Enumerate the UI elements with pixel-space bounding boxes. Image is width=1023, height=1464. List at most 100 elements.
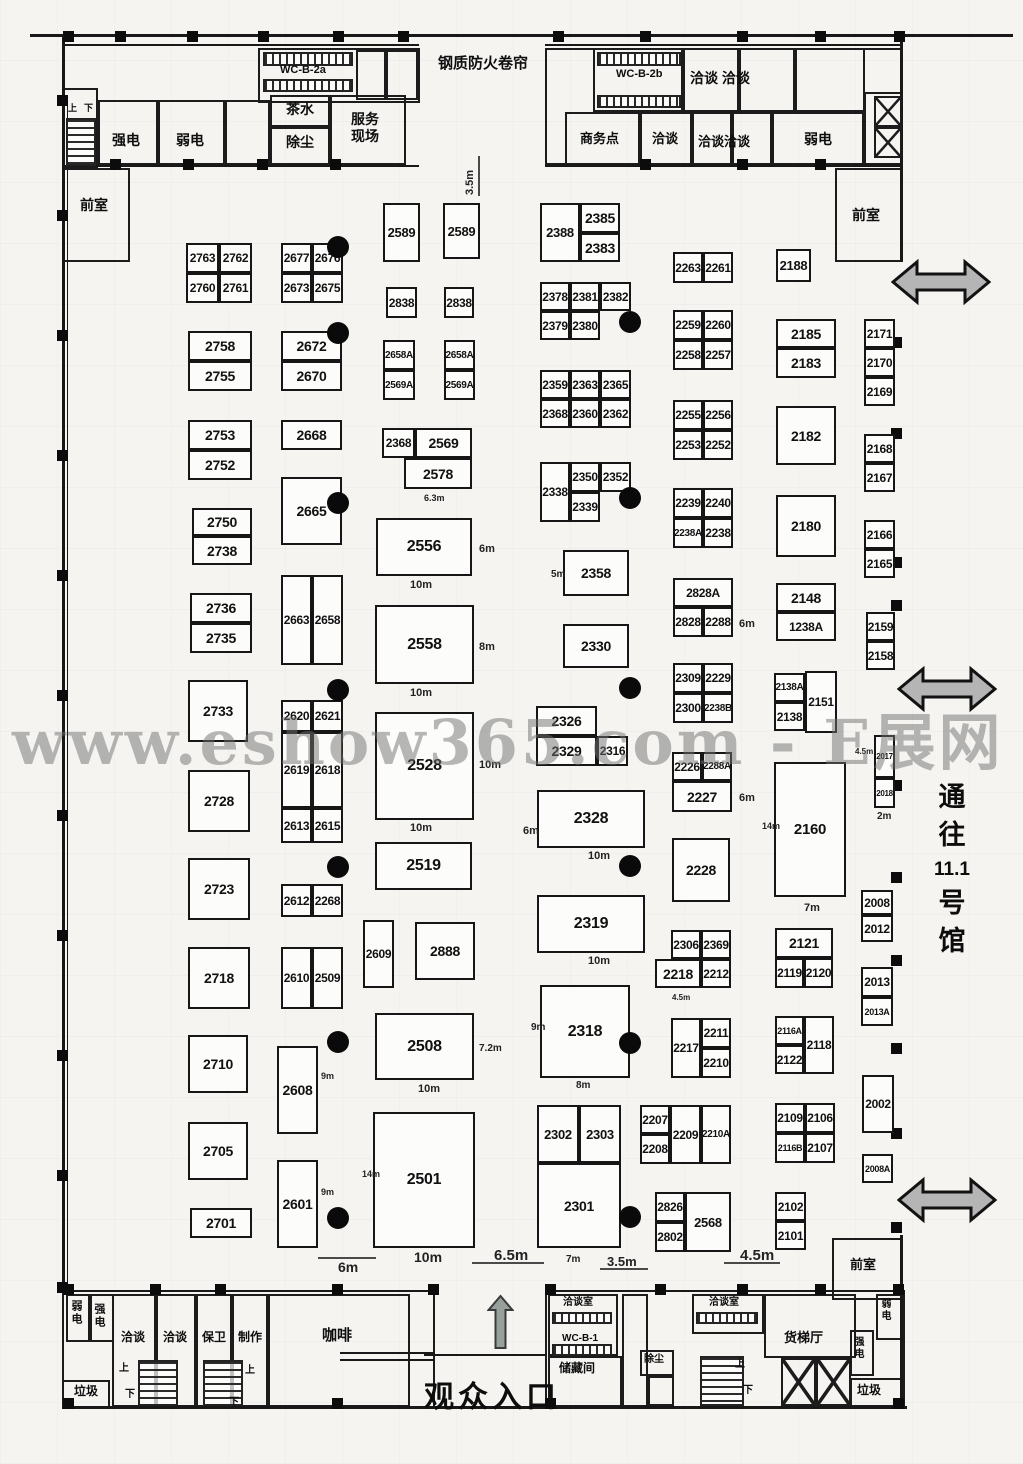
booth-2735[interactable]: 2735	[190, 623, 252, 653]
booth-2183[interactable]: 2183	[776, 348, 836, 378]
booth-2755[interactable]: 2755	[188, 361, 252, 391]
booth-2209[interactable]: 2209	[670, 1105, 701, 1164]
booth-2169[interactable]: 2169	[864, 377, 895, 406]
booth-2268[interactable]: 2268	[312, 884, 343, 917]
booth-2257[interactable]: 2257	[703, 340, 733, 370]
booth-2261[interactable]: 2261	[703, 252, 733, 283]
booth-2352[interactable]: 2352	[600, 462, 631, 492]
booth-2339[interactable]: 2339	[570, 492, 600, 522]
booth-2718[interactable]: 2718	[188, 947, 250, 1009]
booth-2569[interactable]: 2569	[415, 428, 472, 458]
booth-2665[interactable]: 2665	[281, 477, 342, 545]
booth-2238[interactable]: 2238	[703, 518, 733, 548]
booth-2319[interactable]: 2319	[537, 895, 645, 953]
booth-2381[interactable]: 2381	[570, 282, 600, 311]
booth-2358[interactable]: 2358	[563, 550, 629, 596]
booth-2302[interactable]: 2302	[537, 1105, 579, 1163]
booth-2838[interactable]: 2838	[386, 287, 417, 318]
booth-2138A[interactable]: 2138A	[774, 673, 805, 702]
booth-2170[interactable]: 2170	[864, 348, 895, 377]
booth-2211[interactable]: 2211	[701, 1018, 731, 1048]
booth-2658A[interactable]: 2658A	[383, 340, 415, 370]
booth-2368[interactable]: 2368	[540, 399, 570, 428]
booth-2148[interactable]: 2148	[776, 583, 836, 612]
booth-2151[interactable]: 2151	[805, 671, 837, 733]
booth-2508[interactable]: 2508	[375, 1013, 474, 1080]
booth-2608[interactable]: 2608	[277, 1046, 318, 1134]
booth-2288[interactable]: 2288	[703, 607, 733, 637]
booth-2207[interactable]: 2207	[640, 1105, 670, 1134]
booth-2728[interactable]: 2728	[188, 770, 250, 832]
booth-2102[interactable]: 2102	[775, 1192, 806, 1221]
booth-2185[interactable]: 2185	[776, 319, 836, 348]
booth-2761[interactable]: 2761	[219, 273, 252, 303]
booth-2620[interactable]: 2620	[281, 700, 312, 732]
booth-2589[interactable]: 2589	[443, 203, 480, 259]
booth-2385[interactable]: 2385	[580, 203, 620, 233]
booth-2121[interactable]: 2121	[775, 928, 833, 958]
booth-2750[interactable]: 2750	[192, 508, 252, 536]
booth-2167[interactable]: 2167	[864, 463, 895, 492]
booth-2253[interactable]: 2253	[673, 430, 703, 460]
booth-2239[interactable]: 2239	[673, 488, 703, 518]
booth-2663[interactable]: 2663	[281, 575, 312, 665]
booth-2288A[interactable]: 2288A	[702, 752, 732, 781]
booth-2753[interactable]: 2753	[188, 420, 252, 450]
booth-2210[interactable]: 2210	[701, 1048, 731, 1078]
booth-2107[interactable]: 2107	[805, 1133, 835, 1163]
booth-2380[interactable]: 2380	[570, 311, 600, 340]
booth-2359[interactable]: 2359	[540, 370, 570, 399]
booth-2208[interactable]: 2208	[640, 1134, 670, 1164]
booth-2306[interactable]: 2306	[671, 930, 701, 959]
booth-2672[interactable]: 2672	[281, 331, 342, 361]
booth-2758[interactable]: 2758	[188, 331, 252, 361]
booth-2159[interactable]: 2159	[866, 612, 895, 641]
booth-2673[interactable]: 2673	[281, 273, 312, 303]
booth-2578[interactable]: 2578	[404, 458, 472, 489]
booth-2171[interactable]: 2171	[864, 319, 895, 348]
booth-2658[interactable]: 2658	[312, 575, 343, 665]
booth-2733[interactable]: 2733	[188, 680, 248, 742]
booth-2165[interactable]: 2165	[864, 549, 895, 578]
booth-2710[interactable]: 2710	[188, 1035, 248, 1093]
booth-2378[interactable]: 2378	[540, 282, 570, 311]
booth-2528[interactable]: 2528	[375, 712, 474, 820]
booth-2227[interactable]: 2227	[672, 781, 732, 812]
booth-2501[interactable]: 2501	[373, 1112, 475, 1248]
booth-2318[interactable]: 2318	[540, 985, 630, 1078]
booth-2238A[interactable]: 2238A	[673, 518, 703, 548]
booth-2826[interactable]: 2826	[655, 1192, 685, 1222]
booth-2116A[interactable]: 2116A	[775, 1016, 804, 1045]
booth-2256[interactable]: 2256	[703, 400, 733, 430]
booth-2668[interactable]: 2668	[281, 420, 342, 450]
booth-2388[interactable]: 2388	[540, 203, 580, 262]
booth-2601[interactable]: 2601	[277, 1160, 318, 1248]
booth-2160[interactable]: 2160	[774, 762, 846, 897]
booth-2255[interactable]: 2255	[673, 400, 703, 430]
booth-2330[interactable]: 2330	[563, 624, 629, 668]
booth-2569A[interactable]: 2569A	[383, 370, 415, 400]
booth-2329[interactable]: 2329	[536, 736, 597, 766]
booth-2258[interactable]: 2258	[673, 340, 703, 370]
booth-2619[interactable]: 2619	[281, 732, 312, 808]
booth-2188[interactable]: 2188	[776, 249, 811, 282]
booth-2802[interactable]: 2802	[655, 1222, 685, 1252]
booth-2658A[interactable]: 2658A	[444, 340, 475, 370]
booth-2229[interactable]: 2229	[703, 663, 733, 693]
booth-2309[interactable]: 2309	[673, 663, 703, 693]
booth-2701[interactable]: 2701	[190, 1208, 252, 1238]
booth-2158[interactable]: 2158	[866, 641, 895, 670]
booth-2138[interactable]: 2138	[774, 702, 805, 731]
booth-2350[interactable]: 2350	[570, 462, 600, 492]
booth-2338[interactable]: 2338	[540, 462, 570, 522]
booth-2723[interactable]: 2723	[188, 858, 250, 920]
booth-2612[interactable]: 2612	[281, 884, 312, 917]
booth-2240[interactable]: 2240	[703, 488, 733, 518]
booth-2609[interactable]: 2609	[363, 920, 394, 988]
booth-2182[interactable]: 2182	[776, 406, 836, 465]
booth-2705[interactable]: 2705	[188, 1122, 248, 1180]
booth-2615[interactable]: 2615	[312, 808, 343, 843]
booth-2828[interactable]: 2828	[673, 607, 703, 637]
booth-2621[interactable]: 2621	[312, 700, 343, 732]
booth-2122[interactable]: 2122	[775, 1045, 804, 1074]
